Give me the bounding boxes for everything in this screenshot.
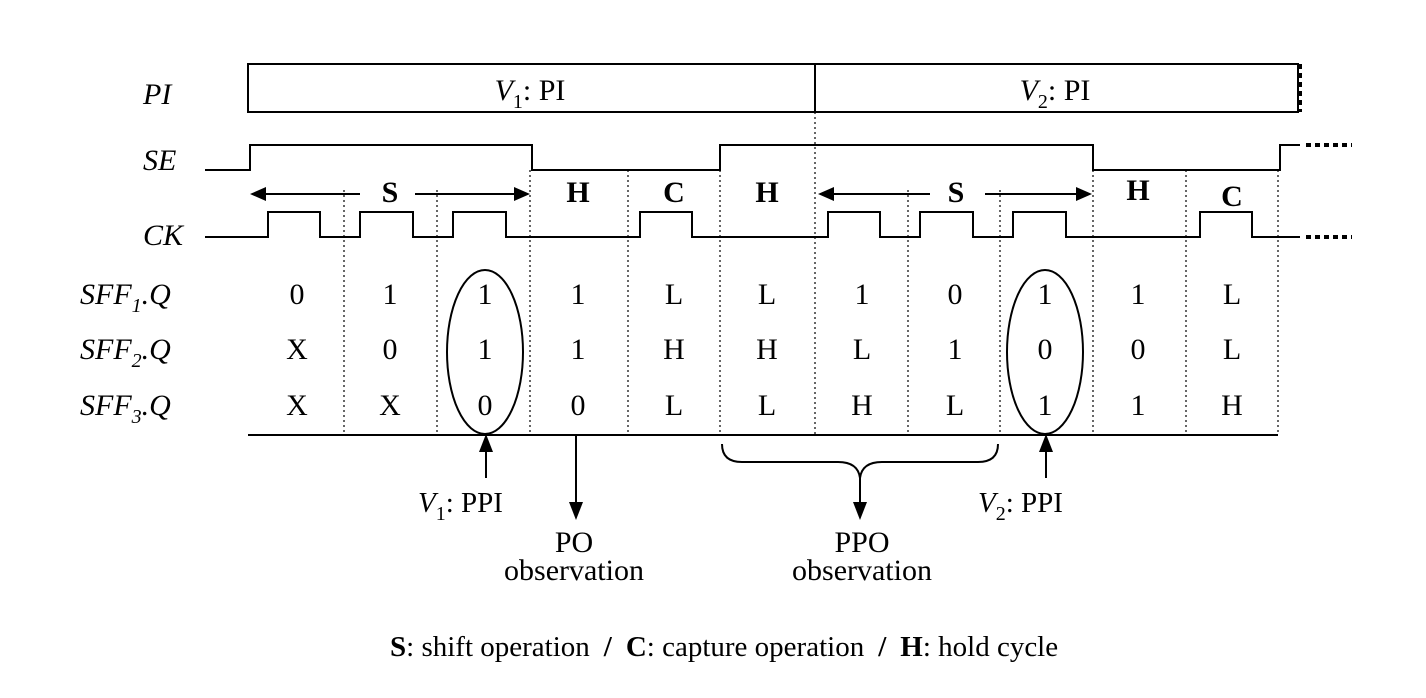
sff3-value: H [1221,389,1243,422]
sff2-value: 0 [1038,333,1053,366]
sff1-value: 1 [855,278,870,311]
v1-ppi-arrow [479,434,493,478]
sff3-value: L [758,389,776,422]
sff1-value: L [665,278,683,311]
sff1-value: L [758,278,776,311]
sff2-label: SFF2.Q [80,333,171,372]
shift-range-1 [250,187,530,201]
sff1-value: 0 [948,278,963,311]
shift-range-2 [818,187,1092,201]
cycle-dividers [343,112,1279,435]
sff2-value: 1 [948,333,963,366]
sff2-value: 1 [478,333,493,366]
sff3-value: H [851,389,873,422]
po-observation-label: observation [504,554,644,587]
v2-ppi-ellipse [1006,269,1084,435]
phase-hold-3: H [1126,174,1149,207]
sff1-value: 1 [1131,278,1146,311]
pi-bar [247,63,1299,113]
sff3-value: X [379,389,401,422]
sff2-value: 1 [571,333,586,366]
po-label: PO [555,526,593,559]
sff2-value: X [286,333,308,366]
pi-vector-2: V2: PI [1020,74,1091,113]
ppo-arrow [853,478,867,520]
v1-ppi-label: V1: PPI [418,487,503,525]
sff3-value: L [946,389,964,422]
ck-label: CK [143,219,185,252]
sff1-value: 0 [290,278,305,311]
phase-hold-2: H [755,176,778,209]
phase-hold-1: H [566,176,589,209]
sff2-value: 0 [383,333,398,366]
v2-ppi-arrow [1039,434,1053,478]
sff3-value: L [665,389,683,422]
sff3-value: 0 [478,389,493,422]
sff1-value: 1 [1038,278,1053,311]
sff1-label: SFF1.Q [80,278,171,317]
se-waveform [205,144,1300,171]
sff1-value: L [1223,278,1241,311]
legend: S: shift operation/C: capture operation/… [390,631,1058,663]
ck-waveform [205,211,1300,238]
phase-capture-1: C [663,176,685,209]
ppo-observation-label: observation [792,554,932,587]
sff2-value: L [1223,333,1241,366]
pi-vector-1: V1: PI [495,74,566,113]
sff3-value: X [286,389,308,422]
v1-ppi-ellipse [446,269,524,435]
po-arrow [569,436,583,520]
sff3-value: 0 [571,389,586,422]
sff3-value: 1 [1038,389,1053,422]
sff2-value: H [663,333,685,366]
sff3-label: SFF3.Q [80,389,171,428]
phase-shift-1: S [382,176,399,209]
ppo-brace [721,443,999,479]
sff2-value: 0 [1131,333,1146,366]
se-label: SE [143,144,176,177]
sff1-value: 1 [571,278,586,311]
ppo-label: PPO [834,526,889,559]
sff2-value: H [756,333,778,366]
sff2-value: L [853,333,871,366]
sff1-value: 1 [383,278,398,311]
v2-ppi-label: V2: PPI [978,487,1063,525]
phase-capture-2: C [1221,180,1243,213]
sff3-value: 1 [1131,389,1146,422]
sff1-value: 1 [478,278,493,311]
pi-label: PI [142,78,173,111]
phase-shift-2: S [948,176,965,209]
